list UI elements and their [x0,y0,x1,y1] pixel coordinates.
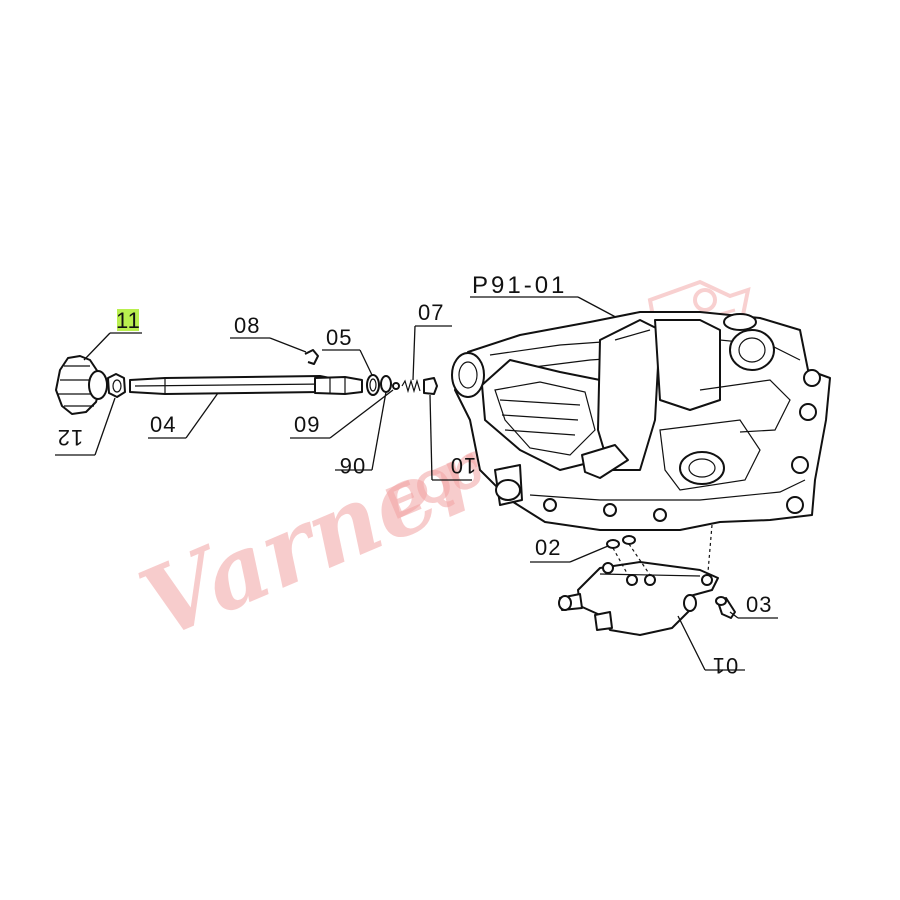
callout-09[interactable]: 09 [294,412,320,437]
assembly-line-1 [612,547,629,576]
callout-12-leader [94,397,116,456]
callout-04-leader [185,392,219,439]
main-housing [451,311,831,531]
washer-part [380,375,392,393]
callout-01[interactable]: 01 [712,653,738,678]
callout-10[interactable]: 10 [450,453,476,478]
callout-12[interactable]: 12 [57,425,83,450]
callout-06-leader [371,391,387,471]
callout-05-leader [359,349,373,376]
ball-part [392,382,400,390]
callout-03-leader [729,611,739,619]
callout-02[interactable]: 02 [535,535,561,560]
clip-part [304,349,319,365]
callout-02-leader [569,545,609,563]
nut-part [107,373,126,398]
callout-01-leader [677,615,706,671]
callout-04[interactable]: 04 [150,412,176,437]
callout-06[interactable]: 06 [339,453,365,478]
knob-part [55,355,108,415]
callout-07-leader [412,325,416,381]
plug-part [423,377,438,395]
callout-10-leader [429,394,433,481]
callout-08-leader [269,337,307,353]
callout-11-leader [83,332,111,361]
callout-07[interactable]: 07 [418,300,444,325]
callout-11[interactable]: 11 [116,308,141,333]
valve-part [558,561,719,636]
shaft-part [129,375,363,395]
seal-parts [606,535,636,549]
shaft-assembly [55,349,438,415]
o-ring-part [366,374,380,396]
screw-part [715,596,736,619]
callout-08[interactable]: 08 [234,313,260,338]
callout-11-highlight [117,309,139,331]
callout-09-leader [329,389,394,439]
callout-03[interactable]: 03 [746,592,772,617]
assembly-line-2 [628,543,651,576]
spring-part [401,378,421,394]
diagram-title: P91-01 [472,272,567,299]
callout-05[interactable]: 05 [326,325,352,350]
assembly-line-3 [707,524,713,573]
